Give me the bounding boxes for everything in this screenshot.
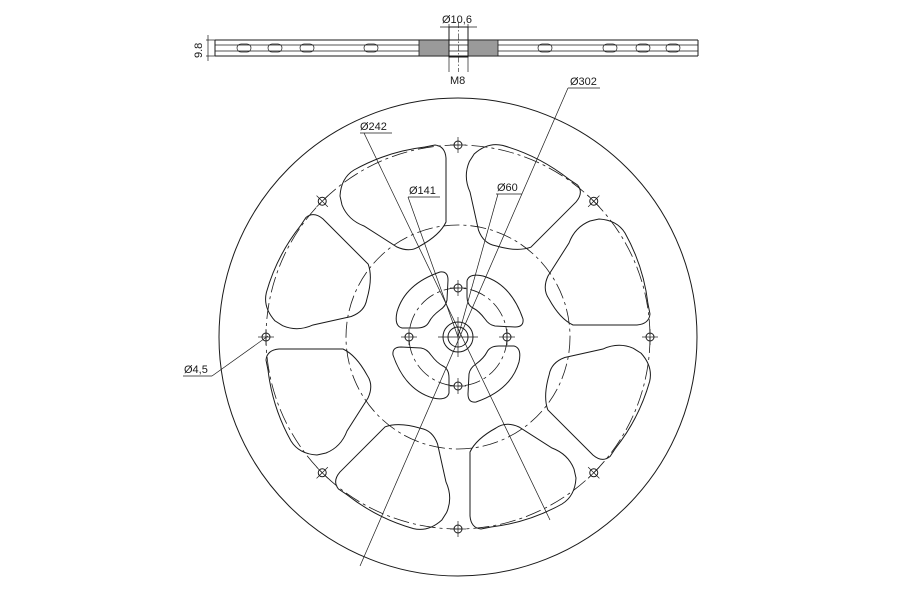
inner-mounting-holes: [400, 280, 516, 395]
thickness-label: 9.8: [193, 43, 205, 58]
outer-windows: [238, 117, 678, 557]
window-diameter-label: Ø242: [360, 121, 387, 133]
hole-pitch-circle: [345, 224, 571, 450]
thread-label: M8: [450, 75, 465, 87]
outer-circle: [218, 97, 698, 577]
hole-diameter-label: Ø4,5: [184, 364, 208, 376]
dimension-lines: Ø302 Ø242 Ø141 Ø60 Ø4,5: [183, 76, 600, 567]
side-view-slots: [236, 43, 681, 53]
inner-diameter-label: Ø60: [497, 182, 518, 194]
outer-diameter-label: Ø302: [570, 76, 597, 88]
bore-dimension: Ø10,6: [440, 14, 477, 40]
front-view: Ø302 Ø242 Ø141 Ø60 Ø4,5: [183, 76, 698, 577]
thickness-dimension: 9.8: [193, 35, 215, 61]
side-view: Ø10,6 9.8 M8: [193, 14, 699, 87]
thread-dimension: M8: [448, 57, 469, 87]
inner-windows: [392, 271, 524, 403]
outer-mounting-holes: [257, 137, 659, 538]
side-view-hub: [418, 22, 499, 72]
center-hub: [438, 317, 478, 357]
hole-circle-diameter-label: Ø141: [409, 185, 436, 197]
bore-diameter-label: Ø10,6: [442, 14, 472, 26]
